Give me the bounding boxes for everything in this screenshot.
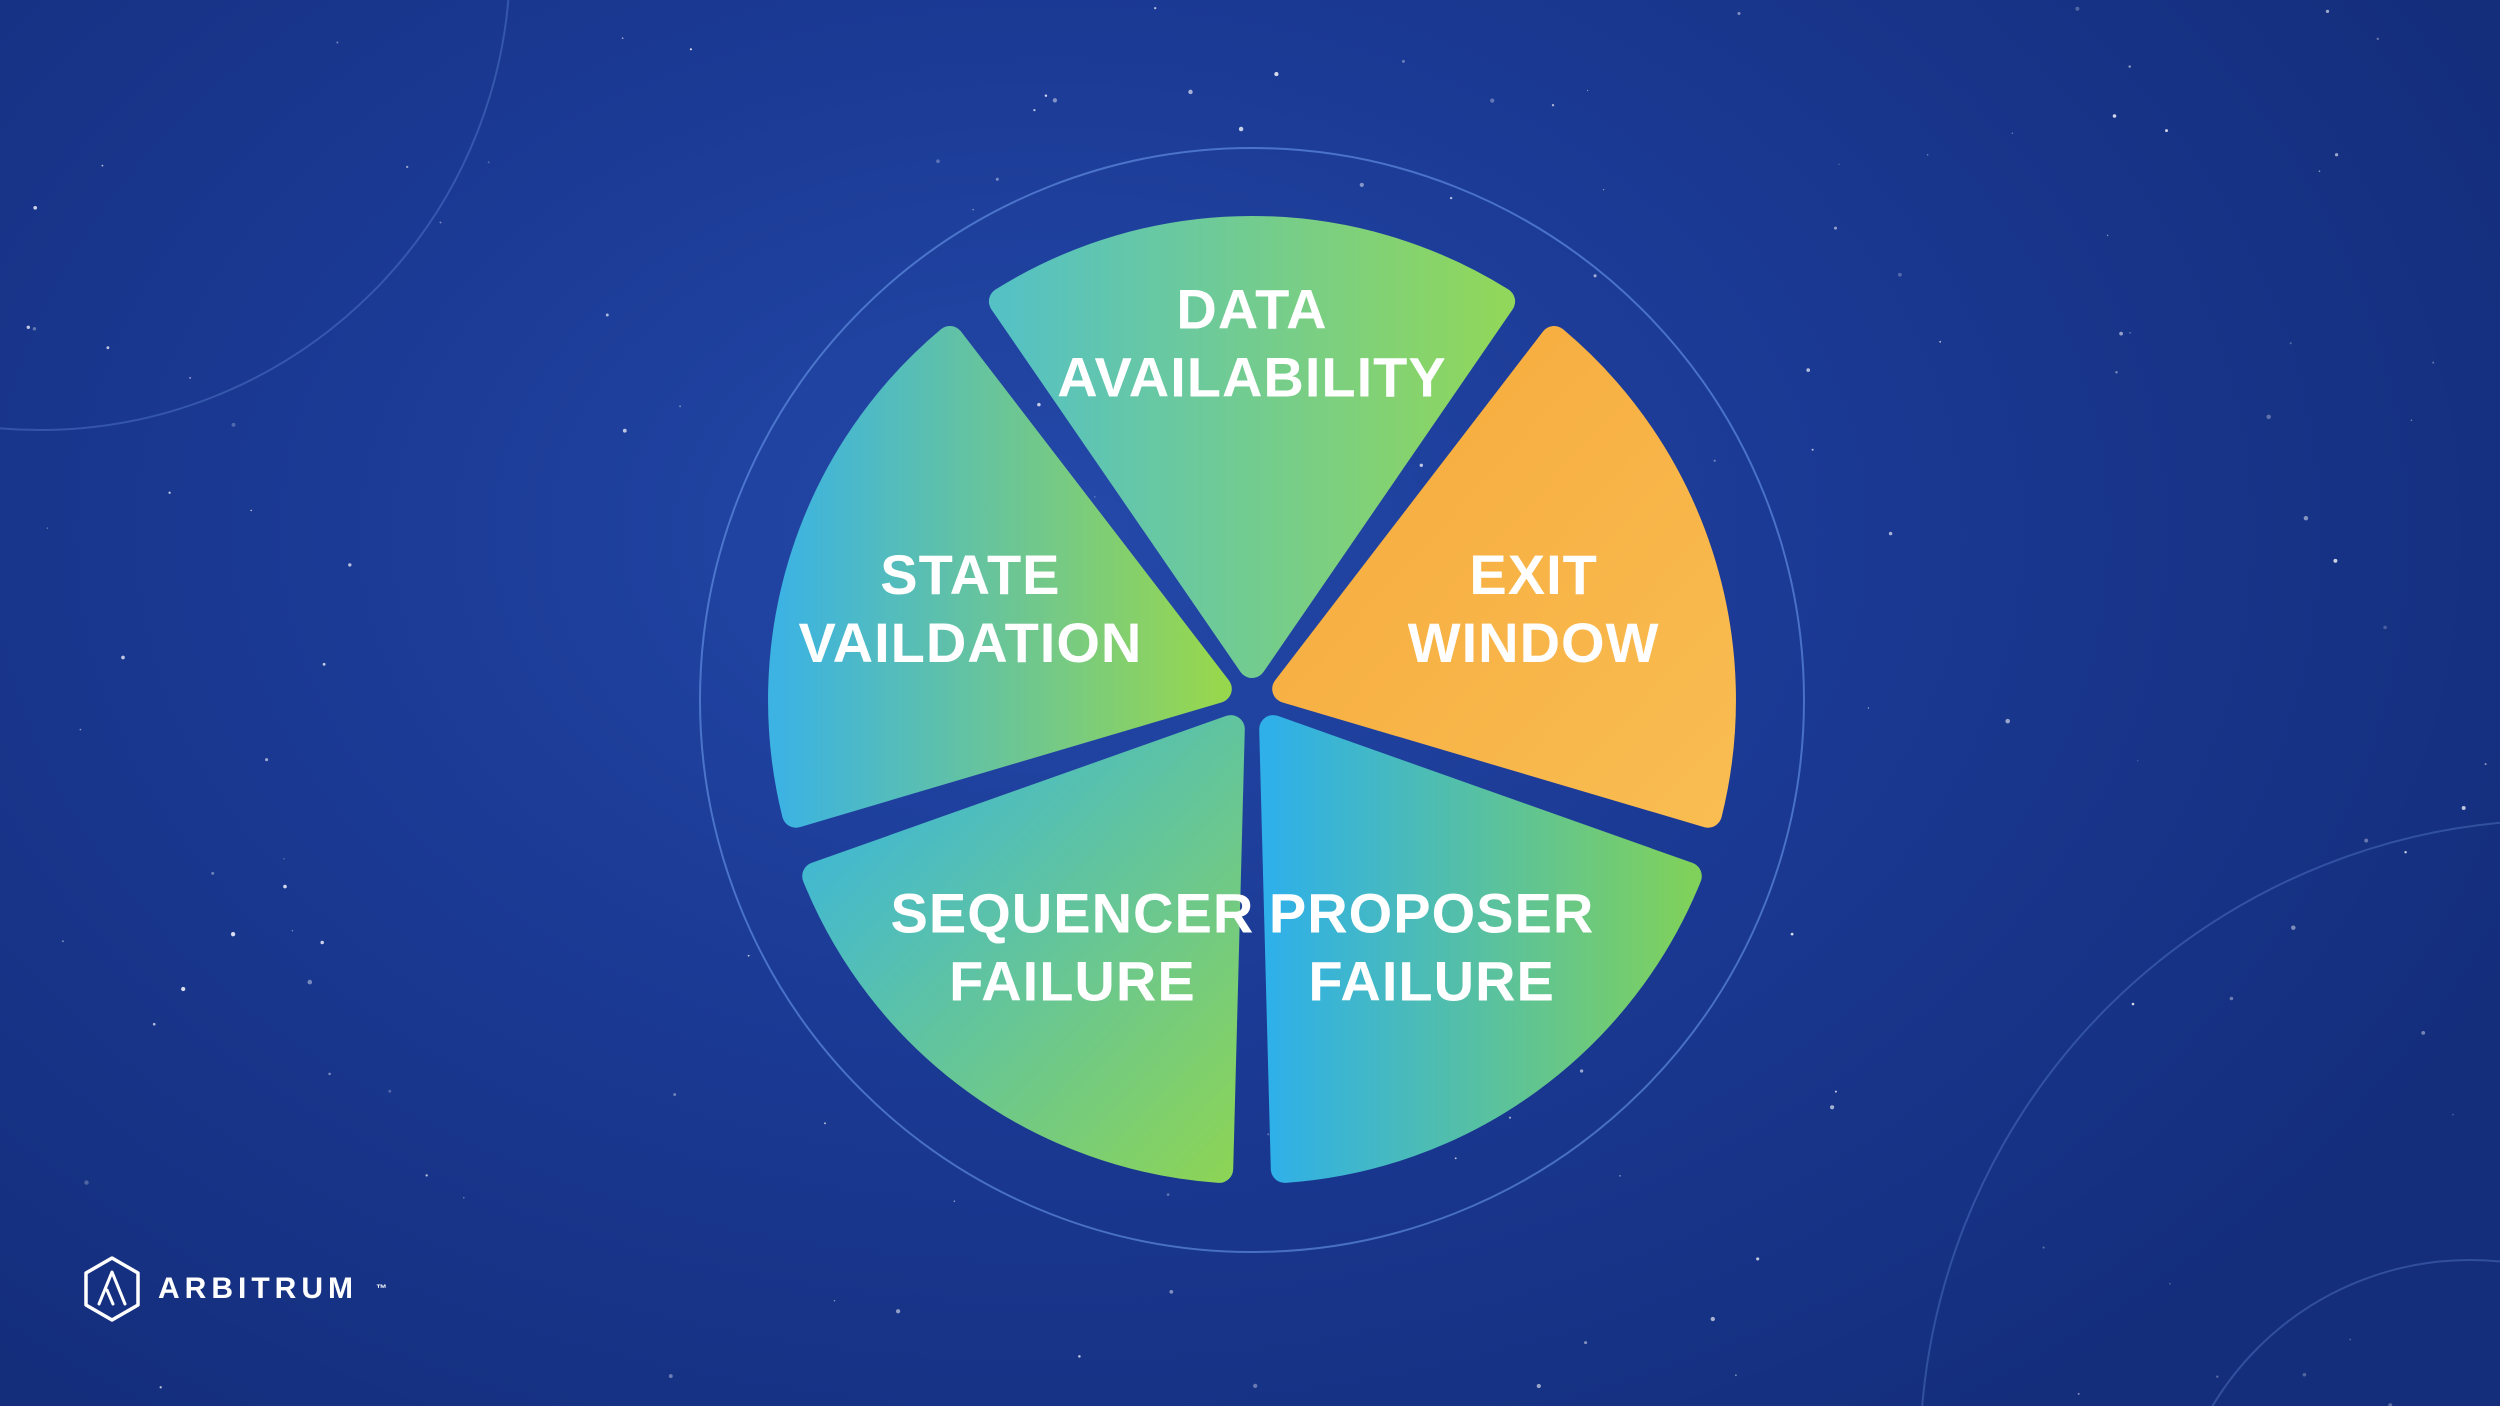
arbitrum-hexagon-icon	[84, 1256, 140, 1322]
arbitrum-logo: ARBITRUM ™	[82, 1256, 387, 1322]
arbitrum-logo-text: ARBITRUM	[158, 1272, 358, 1305]
pie-slice-data-availability	[988, 215, 1516, 678]
wheel-outer-ring	[699, 147, 1805, 1253]
arbitrum-trademark: ™	[375, 1283, 387, 1295]
pie-slice-exit-window	[1272, 326, 1736, 828]
pie-slice-sequencer-failure	[802, 715, 1245, 1183]
pie-slice-proposer-failure	[1259, 715, 1702, 1183]
pie-slice-state-vaildation	[768, 326, 1232, 828]
